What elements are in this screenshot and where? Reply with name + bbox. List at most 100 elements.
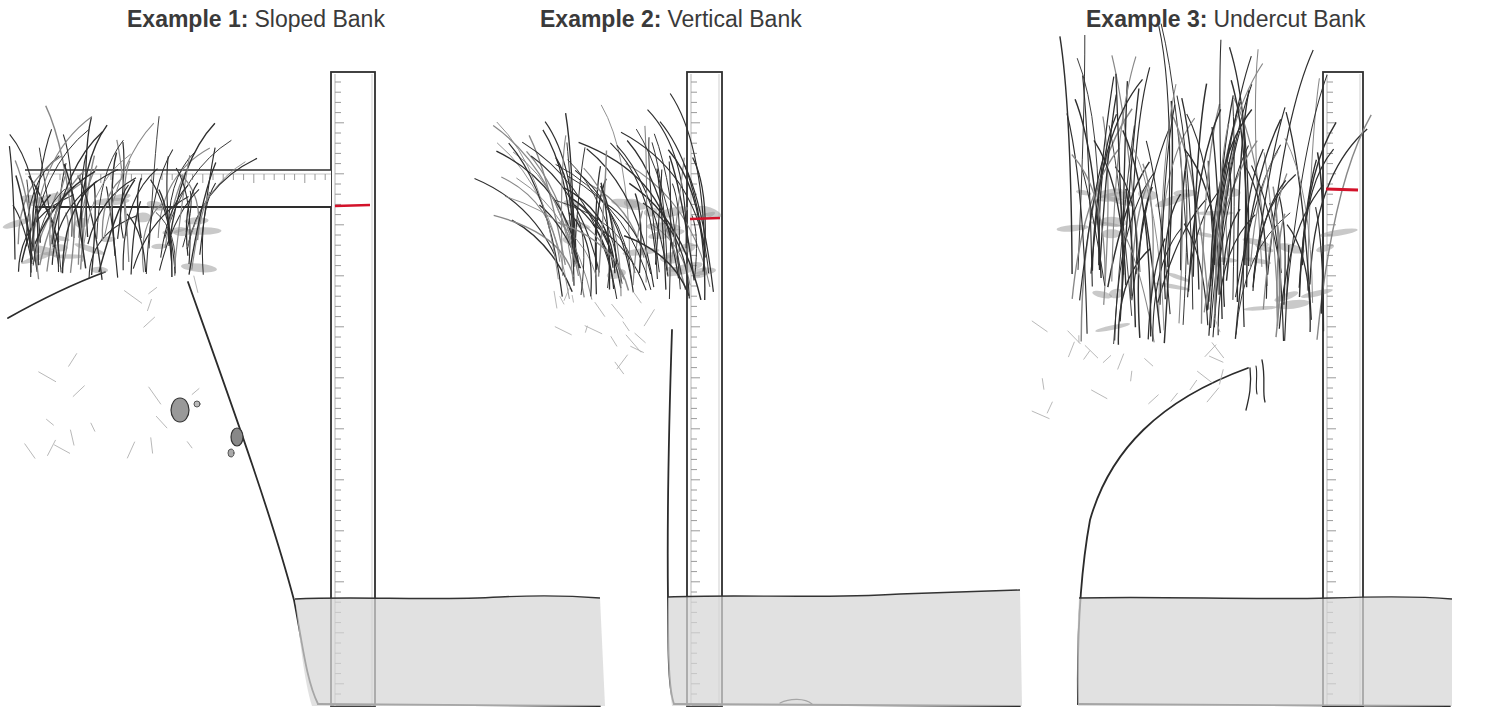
grass-blade <box>1123 130 1151 336</box>
ruler-tick <box>335 459 341 460</box>
ruler-tick <box>335 316 341 317</box>
grass-blade <box>1148 238 1165 339</box>
grass-blade <box>1116 74 1124 275</box>
ruler-tick <box>1327 204 1333 205</box>
ruler-tick <box>691 500 697 501</box>
ruler-tick <box>691 449 697 450</box>
grass-hatch <box>1047 402 1052 414</box>
ruler-tick <box>335 479 344 480</box>
grass-blade <box>1287 225 1310 332</box>
ruler-tick <box>1327 428 1336 429</box>
grass-hatch <box>91 423 95 432</box>
ruler-tick <box>691 592 697 593</box>
grass-hatch <box>127 442 135 459</box>
ruler-tick <box>335 439 341 440</box>
bank-type: Sloped Bank <box>254 6 384 33</box>
grass-blade <box>1072 148 1120 299</box>
example-heading: Example 2:Vertical Bank <box>540 6 802 33</box>
grass-hatch <box>564 286 570 301</box>
ruler-tick <box>1327 357 1333 358</box>
grass-blade <box>1080 157 1104 300</box>
ruler-tick <box>1327 510 1333 511</box>
grass-blade <box>133 196 188 268</box>
ruler-tick <box>233 174 234 180</box>
ruler-tick <box>1327 530 1336 531</box>
grass-blade <box>146 150 173 274</box>
ruler-tick <box>1327 439 1333 440</box>
ruler-tick <box>691 102 697 103</box>
ruler-tick <box>1327 561 1333 562</box>
ruler-tick <box>691 520 697 521</box>
ruler-tick <box>335 520 341 521</box>
ruler-tick <box>1327 194 1333 195</box>
ruler-tick <box>335 194 341 195</box>
grass-blade <box>1317 115 1371 340</box>
grass-hatch <box>70 430 74 446</box>
grass-blade <box>19 195 74 272</box>
ruler-tick <box>1327 316 1333 317</box>
grass-blade <box>1285 245 1289 341</box>
ruler-tick <box>1327 92 1333 93</box>
grass-blade <box>127 214 146 272</box>
sloped-bank-line <box>188 282 318 704</box>
grass-hatch <box>585 326 602 334</box>
ruler-tick <box>335 163 341 164</box>
ruler-tick <box>335 367 341 368</box>
grass-hatch <box>1212 342 1224 358</box>
grass-blade <box>568 196 620 288</box>
grass-shade <box>1095 321 1131 333</box>
grass-blade <box>1254 107 1285 278</box>
grass-blade <box>475 179 556 257</box>
grass-blade <box>99 180 135 272</box>
water-surface <box>295 596 600 599</box>
ruler-tick <box>691 112 697 113</box>
grass-shade <box>181 262 218 274</box>
grass-blade <box>561 135 565 275</box>
ruler-tick <box>1327 265 1333 266</box>
ruler-tick <box>335 82 341 83</box>
ruler-tick <box>1327 581 1336 582</box>
example-heading: Example 1:Sloped Bank <box>127 6 385 33</box>
ruler-tick <box>335 469 341 470</box>
ruler-tick <box>315 174 316 180</box>
ruler-tick <box>691 469 697 470</box>
ruler-tick <box>1327 459 1333 460</box>
ruler-tick <box>335 357 341 358</box>
grass-blade <box>1164 194 1180 299</box>
grass-blade <box>569 213 591 297</box>
ruler-tick <box>335 337 341 338</box>
grass-hatch <box>46 419 54 425</box>
grass-blade <box>1263 173 1287 309</box>
ruler-tick <box>1327 541 1333 542</box>
ruler-tick <box>691 541 697 542</box>
grass-blade <box>64 164 86 268</box>
bank-type: Vertical Bank <box>667 6 801 33</box>
ruler-tick <box>335 184 341 185</box>
grass-hatch <box>554 291 557 308</box>
ruler-tick <box>1327 551 1333 552</box>
ruler-tick <box>335 275 344 276</box>
example-number: Example 1: <box>127 6 248 33</box>
ruler-tick <box>691 316 697 317</box>
grass-blade <box>1060 36 1072 274</box>
ruler-tick <box>691 122 700 123</box>
grass-blade <box>556 158 573 254</box>
stone <box>231 428 243 446</box>
grass-blade <box>527 151 585 297</box>
ruler-tick <box>1327 367 1333 368</box>
grass-blade <box>149 116 159 248</box>
grass-blade <box>1307 78 1319 291</box>
ruler-tick <box>691 428 700 429</box>
ruler-tick <box>691 479 700 480</box>
grass-blade <box>516 178 592 300</box>
grass-hatch <box>1215 318 1220 332</box>
stone <box>194 401 200 407</box>
grass-blade <box>493 126 578 276</box>
grass-blade <box>529 135 565 265</box>
ruler-tick <box>335 490 341 491</box>
grass-blade <box>1209 95 1233 335</box>
grass-blade <box>610 143 657 279</box>
ruler-tick <box>1327 286 1333 287</box>
grass-blade <box>558 222 628 290</box>
ruler-tick <box>335 500 341 501</box>
